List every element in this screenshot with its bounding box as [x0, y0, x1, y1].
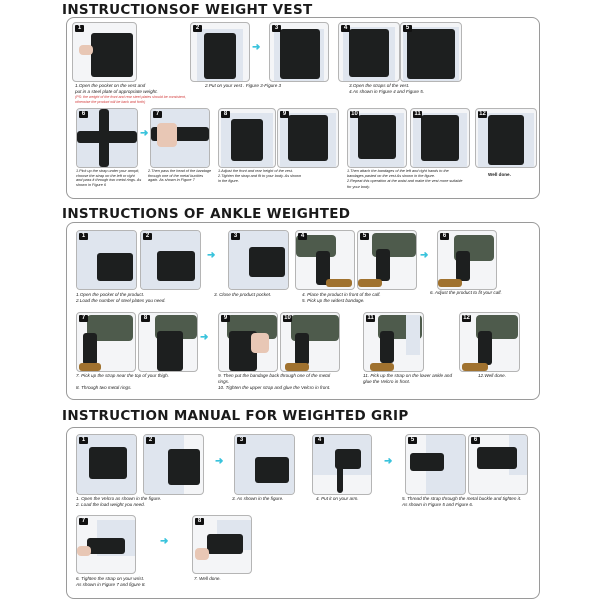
vest-step-8-image: 8	[218, 108, 276, 168]
step-number-badge: 7	[79, 315, 88, 322]
vest-step-1-image: 1	[72, 22, 137, 82]
arrow-icon: ➜	[207, 250, 216, 261]
step-number-badge: 2	[146, 437, 155, 444]
step-number-badge: 12	[478, 111, 487, 118]
ankle-step-1-image: 1	[76, 230, 137, 290]
vest-step-4-caption: 3.Open the straps of the vest. 4.As show…	[349, 83, 425, 94]
step-number-badge: 1	[75, 25, 84, 32]
step-number-badge: 6	[79, 111, 88, 118]
grip-step-8-image: 8	[192, 515, 252, 574]
grip-step-4-image: 4	[312, 434, 372, 495]
step-number-badge: 10	[350, 111, 359, 118]
grip-step-7-image: 7	[76, 515, 136, 574]
step-number-badge: 2	[143, 233, 152, 240]
arrow-icon: ➜	[384, 456, 393, 467]
ankle-step-4-caption: 4. Place the product in front of the cal…	[302, 292, 381, 303]
step-number-badge: 10	[283, 315, 292, 322]
grip-step-5-image: 5	[405, 434, 466, 495]
step-number-badge: 11	[366, 315, 375, 322]
vest-step-2-image: 2	[190, 22, 250, 82]
step-number-badge: 6	[471, 437, 480, 444]
ankle-step-11-caption: 11. Pick up the strap on the lower ankle…	[363, 373, 453, 384]
grip-step-3-caption: 3. As shown in the figure.	[232, 496, 284, 501]
ankle-step-3-image: 3	[228, 230, 289, 290]
vest-section-title: INSTRUCTIONSOF WEIGHT VEST	[62, 2, 313, 18]
vest-step-4-image: 4	[338, 22, 400, 82]
grip-section-title: INSTRUCTION MANUAL FOR WEIGHTED GRIP	[62, 408, 409, 424]
step-number-badge: 1	[79, 437, 88, 444]
grip-step-1-image: 1	[76, 434, 137, 495]
step-number-badge: 4	[315, 437, 324, 444]
step-number-badge: 1	[79, 233, 88, 240]
step-number-badge: 5	[403, 25, 412, 32]
ankle-step-7-caption: 7. Pick up the strap near the top of you…	[76, 373, 169, 390]
arrow-icon: ➜	[420, 250, 429, 261]
ankle-step-12-caption: 12.Well done.	[478, 373, 507, 378]
vest-step-3-image: 3	[269, 22, 329, 82]
vest-step-6-image: 6	[76, 108, 138, 168]
ankle-step-2-image: 2	[140, 230, 201, 290]
step-number-badge: 9	[221, 315, 230, 322]
ankle-step-6-caption: 6. Adjust the product to fit your calf.	[430, 290, 502, 295]
vest-step-5-image: 5	[400, 22, 462, 82]
vest-step-7-image: 7	[150, 108, 210, 168]
step-number-badge: 3	[237, 437, 246, 444]
grip-step-4-caption: 4. Put it on your arm.	[316, 496, 359, 501]
step-number-badge: 11	[413, 111, 422, 118]
grip-step-1-caption: 1. Open the Velcro as shown in the figur…	[76, 496, 162, 507]
ankle-step-9-image: 9	[218, 312, 278, 372]
step-number-badge: 2	[193, 25, 202, 32]
ankle-section-title: INSTRUCTIONS OF ANKLE WEIGHTED	[62, 206, 351, 222]
arrow-icon: ➜	[200, 332, 209, 343]
vest-step-12-image: 12	[475, 108, 537, 168]
grip-step-7-caption: 6. Tighten the strap on your wrist. As s…	[76, 576, 146, 587]
vest-step-10-image: 10	[347, 108, 407, 168]
vest-step-9-image: 9	[277, 108, 339, 168]
step-number-badge: 4	[341, 25, 350, 32]
ankle-step-3-caption: 3. Close the product pocket.	[214, 292, 272, 297]
arrow-icon: ➜	[140, 128, 149, 139]
vest-step-8-caption: 1.Adjust the front and rear height of th…	[218, 169, 302, 184]
step-number-badge: 9	[280, 111, 289, 118]
grip-step-8-caption: 7. Well done.	[194, 576, 221, 581]
ankle-step-6-image: 6	[437, 230, 497, 290]
grip-step-5-caption: 5. Thread the strap through the metal bu…	[402, 496, 522, 507]
vest-weight-warning: (PS: the weight of the front and rear st…	[75, 95, 186, 104]
step-number-badge: 3	[231, 233, 240, 240]
step-number-badge: 3	[272, 25, 281, 32]
vest-step-12-caption: Well done.	[488, 172, 511, 177]
vest-step-1-caption: 1.Open the pocket on the vest and put in…	[75, 83, 158, 94]
ankle-step-4-image: 4	[295, 230, 355, 290]
grip-step-6-image: 6	[468, 434, 528, 495]
step-number-badge: 7	[79, 518, 88, 525]
step-number-badge: 5	[408, 437, 417, 444]
ankle-step-9-caption: 9. Then put the bandage back through one…	[218, 373, 331, 390]
step-number-badge: 8	[221, 111, 230, 118]
ankle-step-8-image: 8	[138, 312, 198, 372]
ankle-step-11-image: 11	[363, 312, 424, 372]
ankle-step-10-image: 10	[280, 312, 340, 372]
step-number-badge: 4	[298, 233, 307, 240]
vest-step-2-caption: 2.Put on your vest . Figure 3-Figure 3	[205, 83, 282, 88]
step-number-badge: 12	[462, 315, 471, 322]
step-number-badge: 8	[141, 315, 150, 322]
step-number-badge: 8	[195, 518, 204, 525]
step-number-badge: 7	[153, 111, 162, 118]
vest-step-11-image: 11	[410, 108, 470, 168]
ankle-step-12-image: 12	[459, 312, 520, 372]
vest-step-10-caption: 1.Then attach the bandages of the left a…	[347, 169, 463, 189]
grip-step-2-image: 2	[143, 434, 204, 495]
grip-step-3-image: 3	[234, 434, 295, 495]
arrow-icon: ➜	[215, 456, 224, 467]
arrow-icon: ➜	[160, 536, 169, 547]
vest-step-7-caption: 2.Then pass the head of the bandage thro…	[148, 169, 212, 183]
arrow-icon: ➜	[252, 42, 261, 53]
ankle-step-1-caption: 1.Open the pocket of the product. 2.Load…	[76, 292, 166, 303]
ankle-step-7-image: 7	[76, 312, 136, 372]
vest-step-6-caption: 1.Pick up the strap under your armpit, c…	[76, 169, 142, 187]
step-number-badge: 6	[440, 233, 449, 240]
ankle-step-5-image: 5	[357, 230, 417, 290]
step-number-badge: 5	[360, 233, 369, 240]
